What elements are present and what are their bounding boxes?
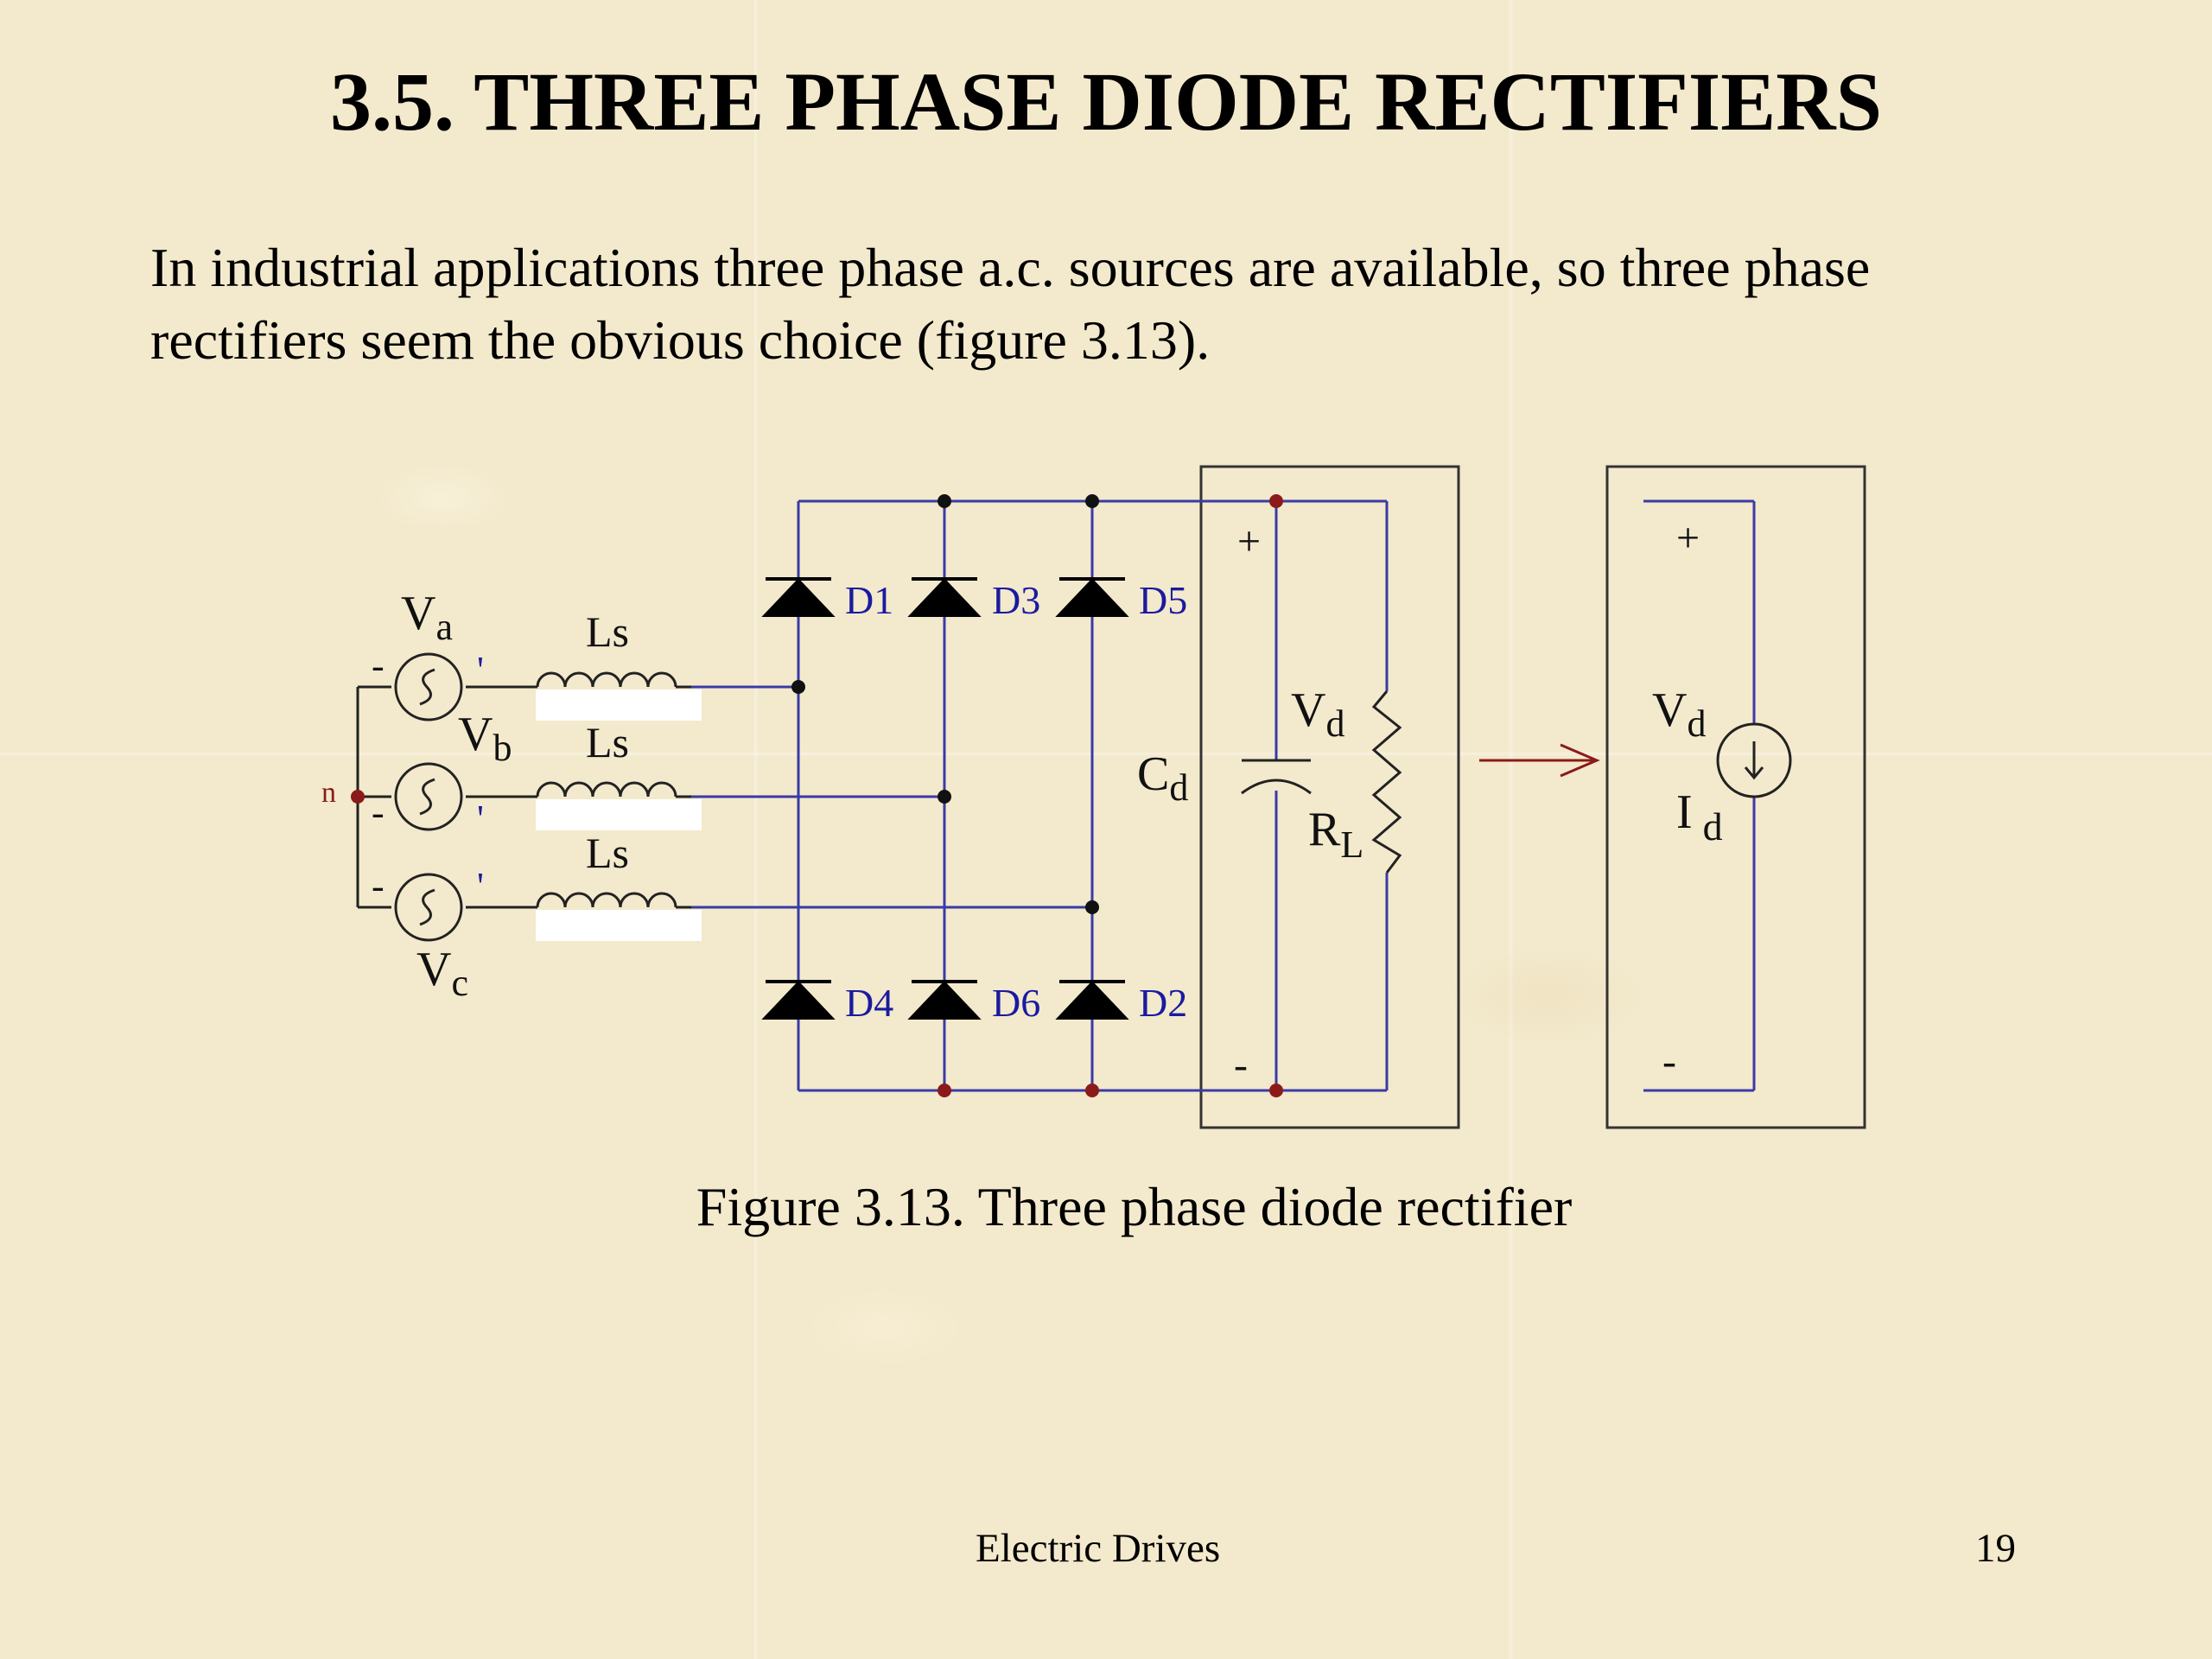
label-cd: Cd bbox=[1137, 747, 1188, 809]
page-number: 19 bbox=[1975, 1526, 2016, 1571]
inductor-b bbox=[536, 781, 702, 830]
equivalent-load-box bbox=[1605, 465, 1866, 1129]
red-nodes bbox=[351, 494, 1283, 1097]
source-vb bbox=[394, 762, 463, 831]
diode-d3 bbox=[907, 577, 982, 617]
intro-paragraph: In industrial applications three phase a… bbox=[150, 232, 2138, 377]
label-va: Va bbox=[401, 587, 453, 648]
diode-d2 bbox=[1055, 980, 1129, 1020]
source-wires bbox=[356, 685, 537, 909]
label-vc: Vc bbox=[416, 943, 468, 1004]
capacitor-cd bbox=[1241, 759, 1312, 795]
label-d5: D5 bbox=[1139, 578, 1187, 622]
label-plus-equiv: + bbox=[1676, 515, 1700, 561]
label-plus-load: + bbox=[1237, 518, 1261, 564]
paragraph-line-2: rectifiers seem the obvious choice (figu… bbox=[150, 309, 1211, 371]
label-vd-equiv: Vd bbox=[1652, 683, 1706, 745]
figure-caption: Figure 3.13. Three phase diode rectifier bbox=[696, 1176, 1573, 1237]
plus-mark-va: ' bbox=[477, 649, 484, 691]
label-d2: D2 bbox=[1139, 981, 1187, 1025]
label-vb: Vb bbox=[458, 708, 512, 769]
inductor-c bbox=[536, 892, 702, 941]
source-vc bbox=[394, 873, 463, 942]
label-ls-b: Ls bbox=[586, 718, 629, 766]
label-d1: D1 bbox=[845, 578, 893, 622]
diode-d5 bbox=[1055, 577, 1129, 617]
equivalence-arrow bbox=[1479, 743, 1600, 778]
current-source-id bbox=[1716, 722, 1792, 798]
inductor-a bbox=[536, 671, 702, 721]
minus-va: - bbox=[372, 645, 385, 687]
paragraph-line-1: In industrial applications three phase a… bbox=[150, 237, 1871, 298]
label-ls-a: Ls bbox=[586, 607, 629, 656]
label-ls-c: Ls bbox=[586, 829, 629, 877]
dc-load-box bbox=[1199, 465, 1460, 1129]
slide-title: 3.5. THREE PHASE DIODE RECTIFIERS bbox=[330, 55, 1882, 148]
black-nodes bbox=[791, 494, 1099, 914]
footer-title: Electric Drives bbox=[976, 1526, 1221, 1571]
minus-vb: - bbox=[372, 791, 385, 834]
label-d4: D4 bbox=[845, 981, 893, 1025]
label-neutral: n bbox=[321, 777, 336, 809]
diode-d4 bbox=[761, 980, 836, 1020]
label-rl: RL bbox=[1308, 803, 1363, 866]
label-d6: D6 bbox=[992, 981, 1040, 1025]
resistor-rl bbox=[1371, 690, 1402, 874]
minus-vc: - bbox=[372, 865, 385, 907]
diode-d6 bbox=[907, 980, 982, 1020]
label-minus-equiv: - bbox=[1662, 1039, 1676, 1084]
plus-mark-vb: ' bbox=[477, 798, 484, 840]
source-va bbox=[394, 652, 463, 721]
label-d3: D3 bbox=[992, 578, 1040, 622]
diode-d1 bbox=[761, 577, 836, 617]
label-minus-load: - bbox=[1234, 1042, 1248, 1088]
plus-mark-vc: ' bbox=[477, 865, 484, 907]
label-vd-load: Vd bbox=[1291, 683, 1344, 745]
